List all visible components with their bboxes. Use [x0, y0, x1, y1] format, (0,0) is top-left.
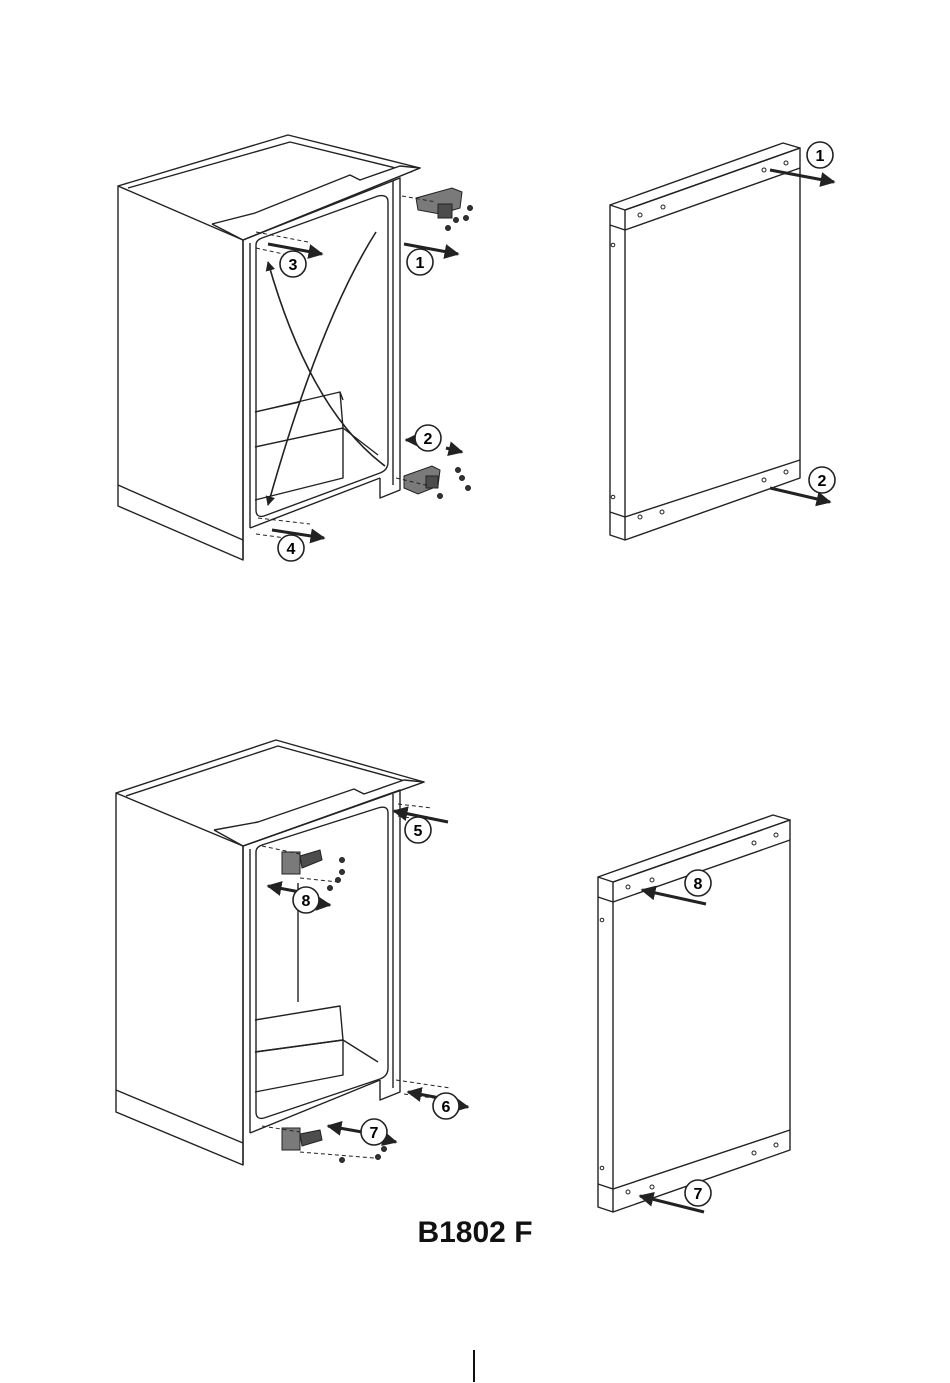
bottom-cabinet [116, 740, 424, 1165]
svg-text:4: 4 [287, 541, 296, 558]
top-cabinet-screws [438, 206, 473, 499]
callout: 7 [361, 1119, 387, 1145]
callout: 2 [809, 467, 835, 493]
svg-text:1: 1 [816, 148, 825, 165]
callout: 1 [407, 249, 433, 275]
callout: 4 [278, 535, 304, 561]
top-cabinet [118, 135, 420, 560]
svg-text:5: 5 [414, 823, 423, 840]
callout: 8 [293, 887, 319, 913]
bottom-cabinet-screws [328, 858, 387, 1163]
callout: 6 [433, 1093, 459, 1119]
top-cabinet-arrows [268, 244, 462, 538]
callout: 2 [415, 425, 441, 451]
svg-text:1: 1 [416, 255, 425, 272]
svg-text:3: 3 [289, 257, 298, 274]
model-label: B1802 F [0, 1216, 950, 1250]
svg-text:8: 8 [302, 893, 311, 910]
top-door [610, 143, 800, 540]
bottom-door-arrows [640, 890, 706, 1212]
top-door-holes [611, 161, 788, 519]
svg-text:2: 2 [818, 473, 827, 490]
svg-text:2: 2 [424, 431, 433, 448]
svg-text:6: 6 [442, 1099, 451, 1116]
callout: 3 [280, 251, 306, 277]
callout: 5 [405, 817, 431, 843]
svg-text:7: 7 [370, 1125, 379, 1142]
top-door-arrows [770, 170, 834, 502]
callout: 8 [685, 870, 711, 896]
svg-text:8: 8 [694, 876, 703, 893]
svg-text:7: 7 [694, 1186, 703, 1203]
page-mark [473, 1350, 475, 1382]
callout: 7 [685, 1180, 711, 1206]
callout: 1 [807, 142, 833, 168]
